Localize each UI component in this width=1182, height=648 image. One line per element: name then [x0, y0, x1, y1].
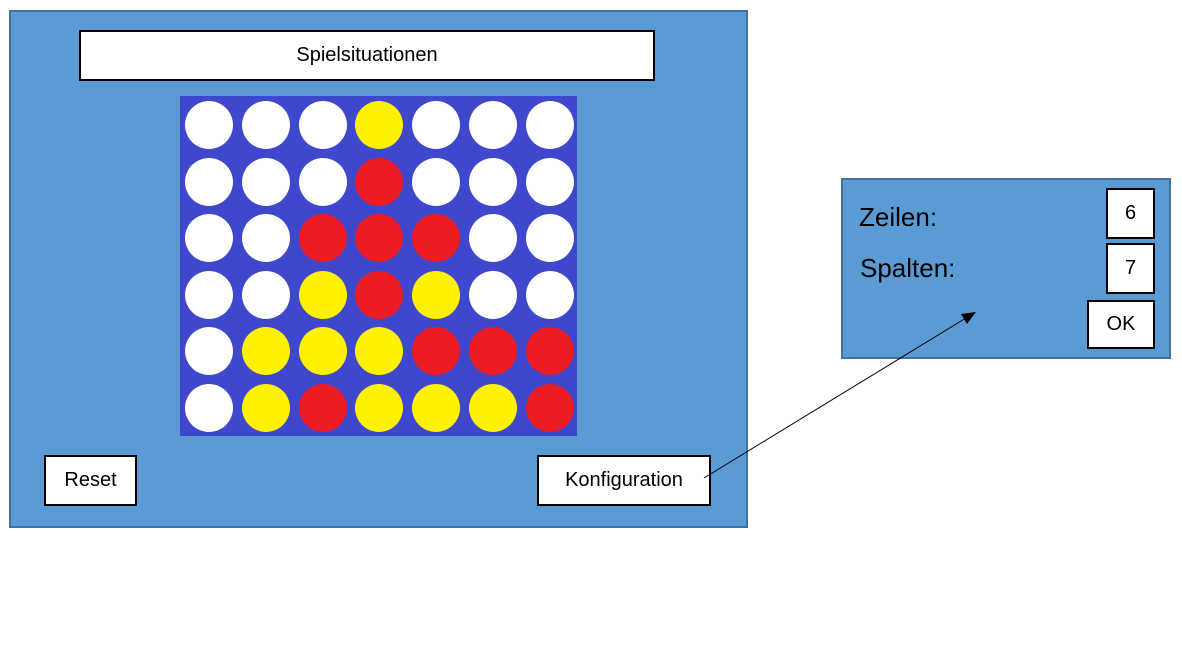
board-cell-yellow — [412, 270, 461, 319]
columns-field[interactable]: 7 — [1106, 243, 1155, 294]
board-cell-empty — [469, 157, 517, 206]
board-cell-red — [355, 270, 404, 319]
board-cell-empty — [185, 157, 233, 206]
reset-button[interactable]: Reset — [44, 455, 137, 506]
board-cell-empty — [185, 214, 233, 263]
board-cell-red — [355, 157, 404, 206]
board-cell-yellow — [355, 101, 404, 149]
board-cell-empty — [241, 270, 290, 319]
board-cell-empty — [298, 157, 347, 206]
board-cell-empty — [185, 270, 233, 319]
board-cell-empty — [525, 270, 574, 319]
rows-field[interactable]: 6 — [1106, 188, 1155, 239]
board-cell-red — [525, 384, 574, 432]
board-cell-empty — [469, 101, 517, 149]
board-cell-yellow — [355, 327, 404, 376]
board-cell-yellow — [355, 384, 404, 432]
board-cell-empty — [241, 157, 290, 206]
board-cell-empty — [241, 214, 290, 263]
board-cell-red — [525, 327, 574, 376]
game-board[interactable] — [180, 96, 577, 436]
board-cell-red — [355, 214, 404, 263]
board-cell-red — [469, 327, 517, 376]
board-cell-red — [298, 214, 347, 263]
board-cell-yellow — [298, 327, 347, 376]
board-cell-empty — [412, 101, 461, 149]
columns-label: Spalten: — [860, 253, 956, 283]
ok-button-label: OK — [1106, 313, 1136, 335]
board-cell-empty — [185, 327, 233, 376]
board-cell-red — [412, 327, 461, 376]
board-cell-empty — [185, 101, 233, 149]
board-cell-red — [298, 384, 347, 432]
board-cell-empty — [525, 214, 574, 263]
board-cell-yellow — [412, 384, 461, 432]
page-title-text: Spielsituationen — [296, 44, 438, 66]
configuration-button[interactable]: Konfiguration — [537, 455, 711, 506]
board-cell-empty — [525, 101, 574, 149]
board-cell-empty — [241, 101, 290, 149]
board-cell-red — [412, 214, 461, 263]
board-cell-empty — [469, 214, 517, 263]
rows-label: Zeilen: — [859, 202, 938, 232]
board-cell-empty — [298, 101, 347, 149]
board-cell-empty — [412, 157, 461, 206]
page-title: Spielsituationen — [79, 30, 655, 81]
rows-value: 6 — [1124, 202, 1137, 224]
board-cell-yellow — [469, 384, 517, 432]
configuration-button-label: Konfiguration — [565, 469, 683, 491]
ok-button[interactable]: OK — [1087, 300, 1155, 349]
board-cell-yellow — [298, 270, 347, 319]
board-cell-yellow — [241, 327, 290, 376]
board-cell-empty — [469, 270, 517, 319]
columns-value: 7 — [1124, 257, 1137, 279]
board-cell-yellow — [241, 384, 290, 432]
reset-button-label: Reset — [64, 469, 117, 491]
board-cell-empty — [525, 157, 574, 206]
board-cell-empty — [185, 384, 233, 432]
